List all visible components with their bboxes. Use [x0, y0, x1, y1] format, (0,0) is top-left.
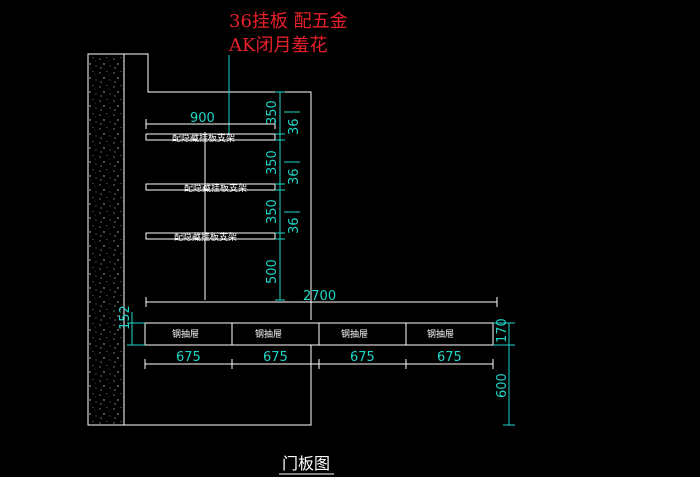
shelf-3-label: 配隐藏挂板支架: [174, 231, 237, 243]
shelf-2-label: 配隐藏挂板支架: [184, 182, 247, 194]
svg-text:36: 36: [287, 217, 302, 234]
svg-text:350: 350: [265, 100, 280, 125]
svg-text:500: 500: [265, 259, 280, 284]
shelf-3: 配隐藏挂板支架: [145, 231, 276, 243]
cabinet-outline: [124, 53, 312, 426]
shelf-1: 配隐藏挂板支架: [145, 132, 276, 144]
svg-text:675: 675: [437, 350, 462, 365]
svg-text:675: 675: [176, 350, 201, 365]
drawer-unit: 钢抽屉 钢抽屉 钢抽屉 钢抽屉: [144, 322, 494, 346]
svg-text:350: 350: [265, 199, 280, 224]
drawer-2-label: 钢抽屉: [255, 328, 282, 340]
svg-text:350: 350: [265, 150, 280, 175]
shelf-1-label: 配隐藏挂板支架: [172, 132, 235, 144]
dim-chain-right: 350 36 350 36 350 36 500: [265, 91, 302, 301]
svg-text:2700: 2700: [303, 289, 336, 304]
svg-text:170: 170: [495, 318, 510, 343]
svg-text:600: 600: [495, 373, 510, 398]
dim-900: 900: [145, 111, 276, 129]
svg-text:900: 900: [190, 111, 215, 126]
note-line-1: 36挂板 配五金: [229, 11, 348, 32]
dim-600: 600: [495, 345, 515, 426]
svg-text:36: 36: [287, 118, 302, 135]
dim-2700: 2700: [145, 289, 498, 307]
note-line-2: AK闭月羞花: [228, 35, 327, 56]
svg-text:152: 152: [118, 305, 133, 330]
dim-675-chain: 675 675 675 675: [144, 350, 494, 369]
drawer-3-label: 钢抽屉: [341, 328, 368, 340]
dim-152: 152: [118, 305, 145, 346]
svg-text:675: 675: [263, 350, 288, 365]
drawer-1-label: 钢抽屉: [172, 328, 199, 340]
drawing-title: 门板图: [282, 454, 330, 473]
drawer-4-label: 钢抽屉: [427, 328, 454, 340]
svg-text:675: 675: [350, 350, 375, 365]
shelf-2: 配隐藏挂板支架: [145, 182, 276, 194]
dim-170: 170: [493, 318, 515, 346]
svg-text:36: 36: [287, 168, 302, 185]
wall-column: [87, 53, 125, 426]
